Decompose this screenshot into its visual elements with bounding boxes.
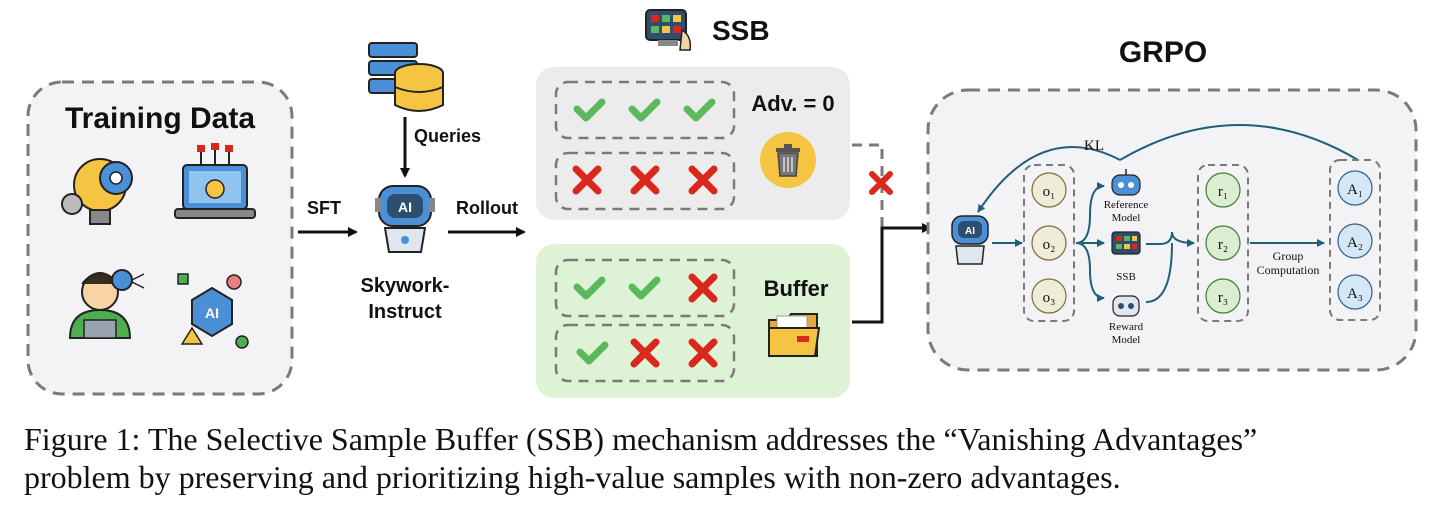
rollout-label: Rollout [456,198,518,218]
branch-arrows [1075,182,1105,302]
cross-icon [630,338,660,368]
queries-arrow: Queries [400,117,481,178]
reward-node: r₃ [1205,278,1241,314]
output-node: o₂ [1031,225,1067,261]
svg-text:r₁: r₁ [1218,184,1228,200]
advantage-node: A₂ [1337,223,1373,259]
reward-node: r₂ [1205,225,1241,261]
sft-label: SFT [307,198,341,218]
ai-chip-icon: AI [177,273,249,349]
mixed-group [554,258,736,318]
buffer-to-grpo-arrow [852,223,932,324]
reference-model-label: Model [1112,212,1141,224]
model-name-line1: Skywork- [361,275,450,297]
reward-node: r₁ [1205,172,1241,208]
mixed-group [554,323,736,383]
svg-text:A₁: A₁ [1347,182,1363,198]
svg-text:o₂: o₂ [1043,237,1056,253]
caption-line-1: Figure 1: The Selective Sample Buffer (S… [24,421,1258,457]
zero-advantage-panel: Adv. = 0 [536,67,850,220]
svg-text:A₂: A₂ [1347,235,1363,251]
ssb-small-label: SSB [1116,271,1136,283]
queries-label: Queries [414,126,481,146]
outputs-group [1023,164,1075,322]
reward-model-label: Reward [1109,321,1144,333]
svg-text:Group: Group [1273,249,1304,263]
svg-text:Computation: Computation [1257,263,1320,277]
reward-model-icon [1112,295,1140,317]
advantage-node: A₃ [1337,274,1373,310]
check-icon [683,98,716,122]
svg-text:r₂: r₂ [1218,237,1228,253]
diagram-canvas: Training Data [26,9,1418,398]
policy-robot-icon: AI [951,215,989,265]
svg-text:o₃: o₃ [1043,290,1056,306]
model-name-line2: Instruct [368,301,442,323]
all-wrong-group [554,151,736,211]
check-icon [573,276,606,300]
reward-model-label: Model [1112,334,1141,346]
cross-icon [572,165,602,195]
laptop-circuit-icon [174,143,256,219]
group-computation-arrow: Group Computation [1250,239,1325,277]
rollout-arrow: Rollout [448,198,526,237]
sft-arrow: SFT [298,198,358,237]
svg-text:o₁: o₁ [1043,184,1056,200]
blocked-connector [852,143,893,228]
cross-icon [688,338,718,368]
check-icon [628,276,661,300]
folder-icon [768,313,821,357]
svg-text:A₃: A₃ [1347,286,1363,302]
reference-model-icon [1111,169,1141,196]
advantages-group [1329,159,1381,321]
merge-arrows [1145,231,1195,303]
svg-text:AI: AI [965,226,975,237]
skywork-robot-icon: AI [375,185,435,253]
output-node: o₃ [1031,278,1067,314]
cross-icon [688,165,718,195]
person-laptop-icon [68,269,145,339]
kl-connector: KL [977,124,1359,213]
lightbulb-gear-icon [61,158,133,225]
advantage-node: A₁ [1337,170,1373,206]
trash-icon [760,132,816,188]
buffer-panel: Buffer [536,244,850,398]
training-data-title: Training Data [65,102,255,135]
check-icon [573,98,606,122]
svg-text:AI: AI [205,305,219,321]
cross-icon [688,273,718,303]
caption-line-2: problem by preserving and prioritizing h… [24,459,1121,495]
ssb-title: SSB [712,15,770,46]
training-data-panel: Training Data [26,80,294,396]
adv-zero-label: Adv. = 0 [751,91,834,116]
ssb-small-icon [1111,231,1141,255]
reference-model-label: Reference [1104,199,1149,211]
grpo-title: GRPO [1119,36,1207,69]
ssb-header-icon [645,9,692,51]
output-node: o₁ [1031,172,1067,208]
all-correct-group [554,80,736,140]
svg-text:r₃: r₃ [1218,290,1228,306]
figure-caption: Figure 1: The Selective Sample Buffer (S… [24,420,1434,496]
cross-icon [630,165,660,195]
check-icon [628,98,661,122]
robot-ai-label: AI [398,199,412,215]
rewards-group [1197,164,1249,322]
kl-label: KL [1084,138,1104,154]
database-icon [368,42,444,112]
buffer-label: Buffer [764,276,829,301]
check-icon [576,341,609,365]
